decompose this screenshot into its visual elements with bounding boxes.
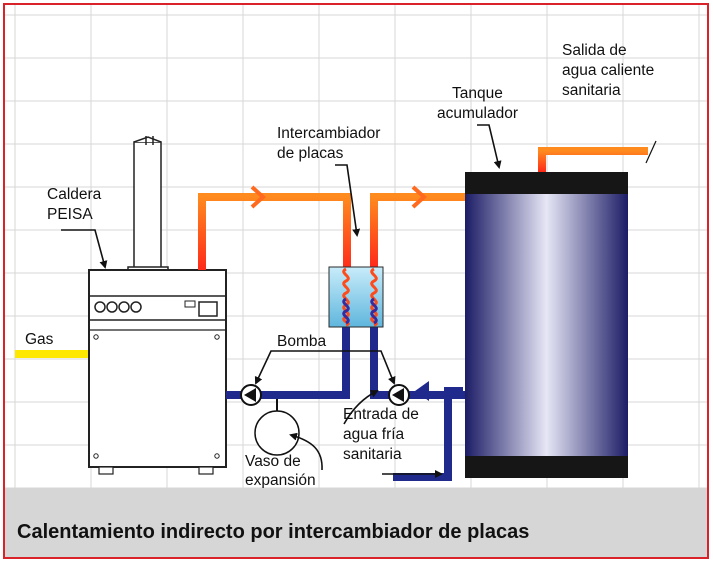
leader-arrows <box>61 124 502 478</box>
hot-outlet-break-mark <box>645 140 657 164</box>
label-intercambiador: Intercambiador de placas <box>277 125 385 162</box>
boiler-peisa <box>88 269 227 475</box>
caption-title: Calentamiento indirecto por intercambiad… <box>17 521 530 543</box>
pump-left <box>240 384 262 406</box>
storage-tank <box>465 172 628 478</box>
label-gas: Gas <box>25 331 54 348</box>
pump-right <box>388 384 410 406</box>
label-salida: Salida de agua caliente sanitaria <box>562 42 659 99</box>
expansion-vessel <box>254 399 300 456</box>
hot-supply-pipes <box>198 147 648 270</box>
gas-pipe <box>15 350 97 358</box>
heating-diagram: Caldera PEISA Gas Intercambiador de plac… <box>5 5 707 489</box>
flow-arrows <box>250 185 427 209</box>
diagram-frame: Caldera PEISA Gas Intercambiador de plac… <box>3 3 709 559</box>
label-bomba: Bomba <box>277 333 326 350</box>
boiler-chimney <box>127 136 169 276</box>
label-tanque: Tanque acumulador <box>437 85 518 122</box>
plate-heat-exchanger <box>328 266 384 328</box>
label-caldera: Caldera PEISA <box>47 186 106 223</box>
cold-flow-arrow <box>415 381 429 401</box>
caption-bar: Calentamiento indirecto por intercambiad… <box>5 488 707 557</box>
label-vaso: Vaso de expansión <box>245 453 316 489</box>
label-entrada: Entrada de agua fría sanitaria <box>343 406 423 463</box>
